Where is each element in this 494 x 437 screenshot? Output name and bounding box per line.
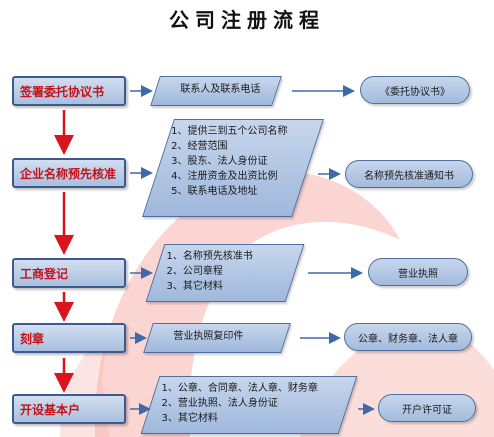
step-4-doc-line: 营业执照复印件 [173, 331, 244, 342]
step-2-doc-line: 3、股东、法人身份证 [171, 156, 268, 167]
step-2-result-label: 名称预先核准通知书 [364, 170, 454, 182]
step-4-result-label: 公章、财务章、法人章 [358, 333, 458, 345]
step-5-doc-line: 1、公章、合同章、法人章、财务章 [161, 383, 318, 394]
step-2-doc-line: 1、提供三到五个公司名称 [171, 126, 288, 137]
step-3-doc-line: 3、其它材料 [166, 281, 223, 292]
step-1-doc-line: 联系人及联系电话 [180, 84, 261, 95]
step-2-doc-line: 5、联系电话及地址 [171, 186, 258, 197]
step-4-result: 公章、财务章、法人章 [344, 323, 472, 351]
step-2-doc-line: 4、注册资金及出资比例 [171, 171, 278, 182]
page-title: 公司注册流程 [169, 8, 325, 32]
step-1-result: 《委托协议书》 [360, 76, 470, 104]
step-3-doc-line: 1、名称预先核准书 [166, 251, 253, 262]
step-5-box: 开设基本户 [12, 394, 126, 424]
step-4-box: 刻章 [12, 323, 126, 353]
step-3-docs: 1、名称预先核准书 2、公司章程 3、其它材料 [145, 244, 305, 302]
step-5-doc-line: 3、其它材料 [161, 413, 218, 424]
step-2-label: 企业名称预先核准 [20, 166, 117, 181]
step-5-label: 开设基本户 [20, 402, 81, 417]
step-4-docs: 营业执照复印件 [143, 323, 291, 353]
step-1-result-label: 《委托协议书》 [380, 86, 450, 98]
step-3-result-label: 营业执照 [398, 268, 438, 280]
step-2-doc-line: 2、经营范围 [171, 141, 228, 152]
step-4-label: 刻章 [20, 331, 45, 346]
step-2-box: 企业名称预先核准 [12, 158, 126, 188]
step-5-result: 开户许可证 [378, 394, 476, 422]
step-5-doc-line: 2、营业执照、法人身份证 [161, 398, 278, 409]
step-3-doc-line: 2、公司章程 [166, 266, 223, 277]
step-5-docs: 1、公章、合同章、法人章、财务章 2、营业执照、法人身份证 3、其它材料 [140, 376, 358, 434]
step-1-box: 签署委托协议书 [12, 76, 126, 106]
step-1-docs: 联系人及联系电话 [150, 76, 282, 106]
step-2-docs: 1、提供三到五个公司名称 2、经营范围 3、股东、法人身份证 4、注册资金及出资… [142, 119, 324, 217]
step-1-label: 签署委托协议书 [20, 84, 105, 99]
step-3-label: 工商登记 [20, 266, 69, 281]
step-3-result: 营业执照 [368, 258, 468, 286]
step-3-box: 工商登记 [12, 258, 126, 288]
step-5-result-label: 开户许可证 [402, 404, 452, 416]
step-2-result: 名称预先核准通知书 [345, 160, 473, 188]
